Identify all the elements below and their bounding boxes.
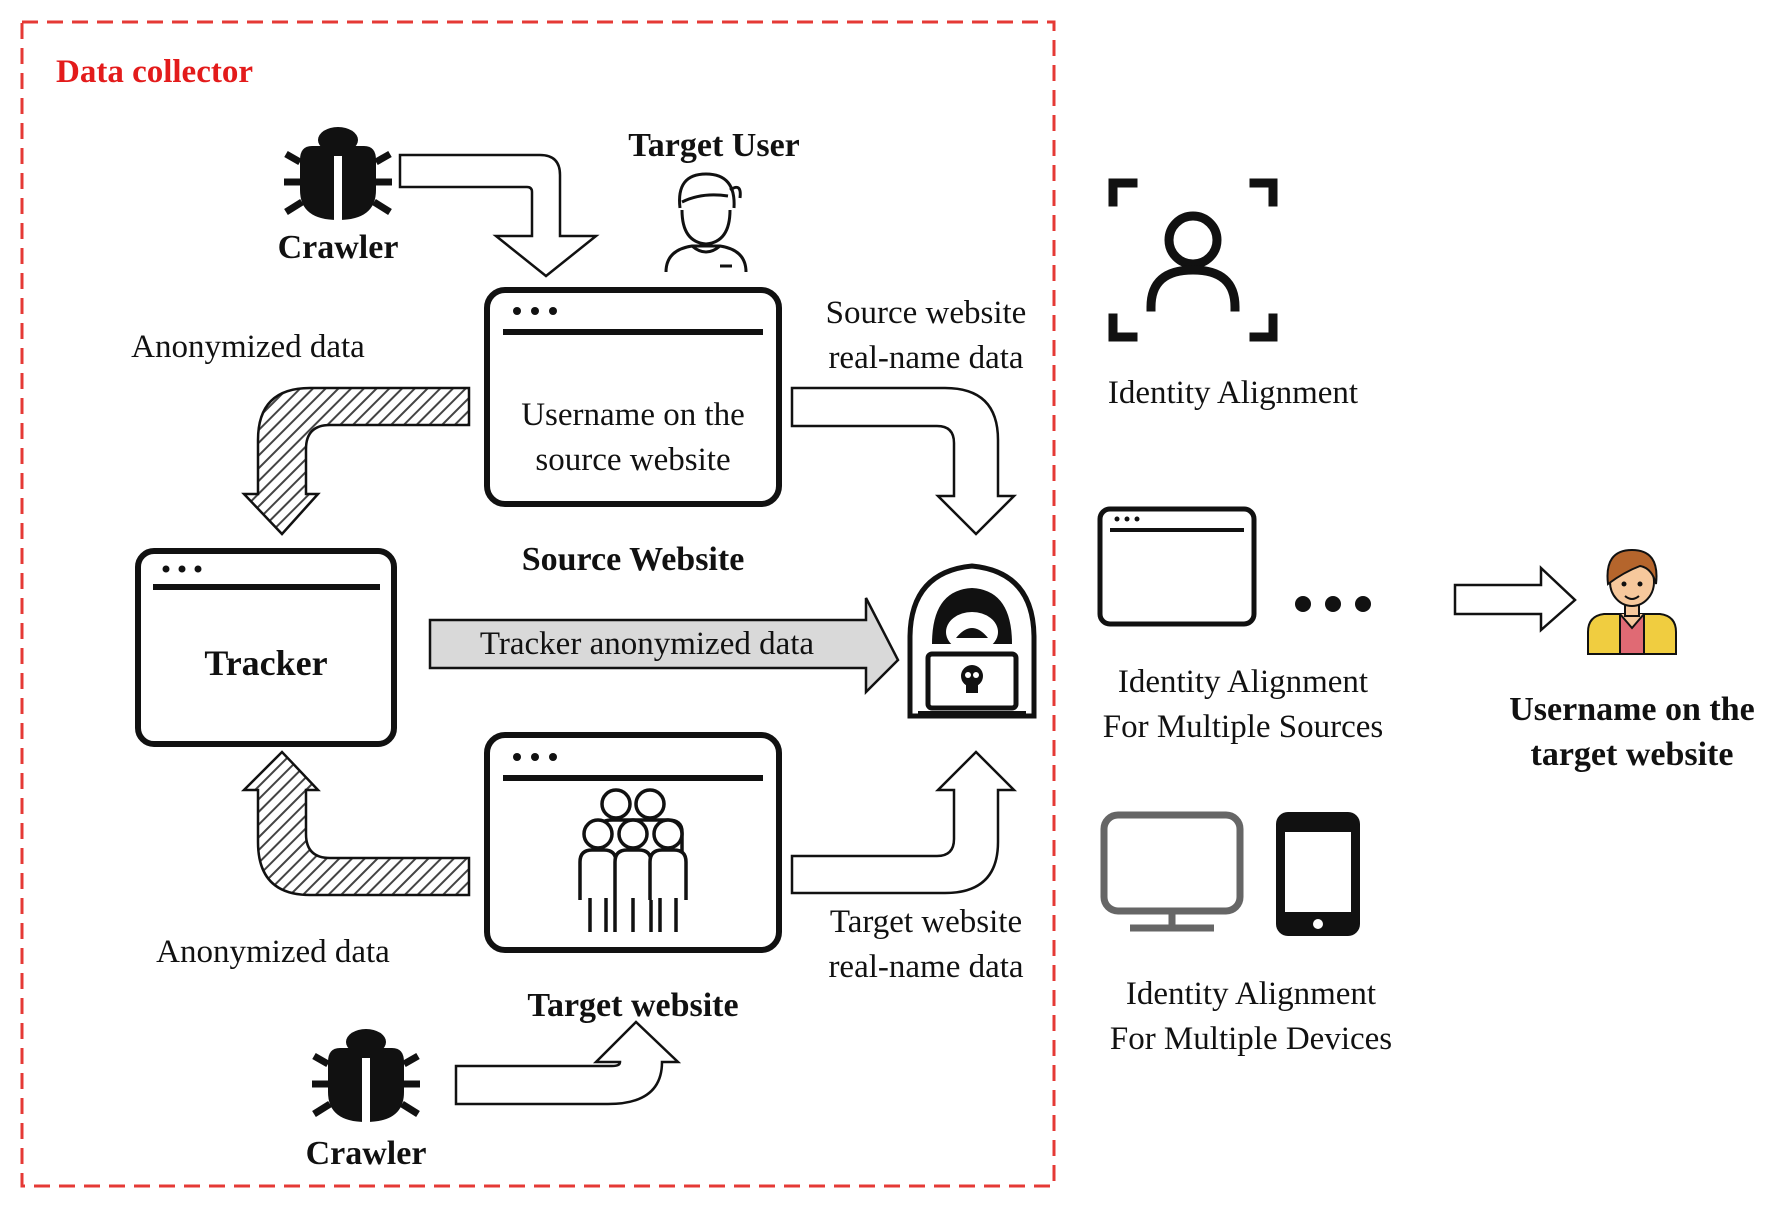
data-collector-boundary [20,20,1056,1188]
data-collector-title: Data collector [56,54,253,90]
arrow-to-result [1453,565,1577,633]
crawler-bottom-label: Crawler [306,1135,427,1172]
target-realname-line2: real-name data [828,949,1023,985]
source-realname-line1: Source website [826,295,1027,331]
source-realname-line2: real-name data [828,340,1023,376]
face-scan-icon [1108,178,1278,342]
user-icon [664,172,748,273]
crawler-bottom: Crawler [306,1029,427,1172]
source-website-window: Username on the source website [484,287,782,507]
crawler-top: Crawler [278,127,399,266]
bug-icon [312,1029,420,1124]
crawler-top-label: Crawler [278,229,399,266]
monitor-icon [1100,811,1244,932]
arrow-crawler-to-source [398,153,600,278]
arrow-source-to-attacker [790,386,1018,536]
ellipsis-icon [1295,596,1371,612]
tracker-anonymized-data-label: Tracker anonymized data [480,626,815,662]
source-website-label: Source Website [522,541,745,578]
hacker-icon [907,563,1037,719]
target-user: Target User [628,127,800,273]
identity-alignment-label: Identity Alignment [1108,375,1358,411]
target-website-label: Target website [527,987,738,1024]
multi-devices-line1: Identity Alignment [1126,976,1376,1012]
anonymized-data-top-label: Anonymized data [131,329,365,365]
arrow-target-to-tracker-anonymized [240,750,471,897]
group-icon [578,788,688,932]
phone-icon [1276,812,1360,936]
result-line2: target website [1531,736,1734,773]
person-avatar-icon [1587,548,1677,655]
source-website-content-line1: Username on the [521,397,745,433]
arrow-crawler-bottom-shape [454,1020,682,1106]
source-website-content-line2: source website [535,442,730,478]
target-user-label: Target User [628,127,800,164]
browser-window-icon [1097,506,1257,627]
multi-devices-line2: For Multiple Devices [1110,1021,1392,1057]
multi-sources-line2: For Multiple Sources [1103,709,1383,745]
anonymized-data-bottom-label: Anonymized data [156,934,390,970]
arrow-target-to-attacker [790,750,1018,895]
multi-sources-line1: Identity Alignment [1118,664,1368,700]
tracker-window: Tracker [135,548,397,747]
bug-icon [284,127,392,222]
target-realname-line1: Target website [830,904,1022,940]
arrow-tracker-to-attacker [428,597,900,696]
target-website-window [484,732,782,953]
tracker-label: Tracker [204,643,327,683]
result-line1: Username on the [1509,691,1755,728]
